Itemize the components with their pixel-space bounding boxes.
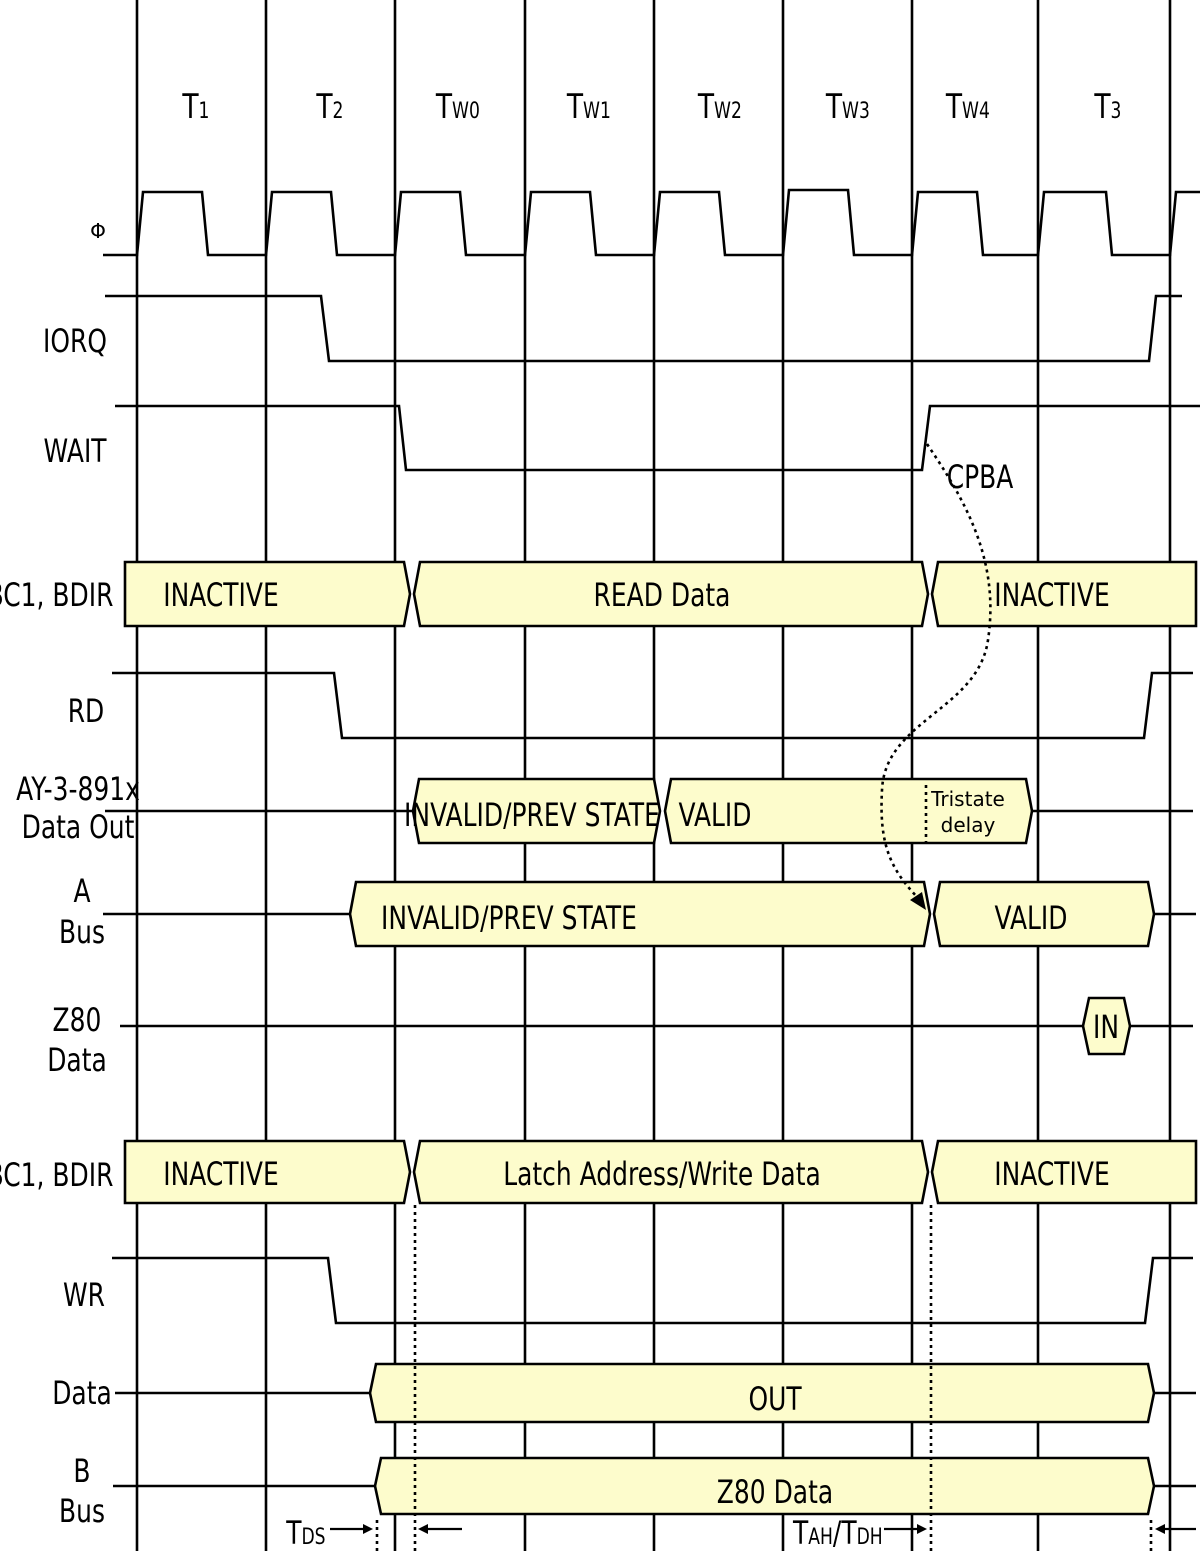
signal-label-z80-data-2: Data (47, 1041, 107, 1079)
signal-label-b-bus-1: B (73, 1452, 90, 1490)
bus-state-read-inactive-1: INACTIVE (163, 576, 279, 614)
b-bus: Z80 Data (113, 1456, 1196, 1516)
bus-state-a-invalid: INVALID/PREV STATE (381, 899, 637, 937)
tds-arrow-right-head (363, 1524, 373, 1534)
wr-waveform (112, 1256, 1193, 1325)
tah-arrow-right-head (917, 1524, 927, 1534)
tds-annotation: TDS (285, 1514, 462, 1551)
signal-labels: Φ IORQ WAIT BC1, BDIR RD AY-3-891x Data … (0, 219, 140, 1530)
bus-state-data-out: OUT (748, 1380, 802, 1418)
tah-tdh-annotation: TAH/TDH (792, 1514, 1196, 1551)
bus-segment-write-inactive-1 (123, 1139, 412, 1205)
rd-waveform (112, 671, 1193, 740)
tah-arrow-left-head (1155, 1524, 1165, 1534)
bc1-bdir-read-bus: INACTIVE READ Data INACTIVE (123, 560, 1198, 628)
bus-state-write-inactive-1: INACTIVE (163, 1155, 279, 1193)
bus-state-write-inactive-2: INACTIVE (994, 1155, 1110, 1193)
signal-label-bc1-bdir-write: BC1, BDIR (0, 1156, 113, 1194)
signal-label-ay-data-out-2: Data Out (22, 808, 135, 846)
cpba-annotation: CPBA (947, 458, 1014, 496)
bus-segment-a-valid (932, 880, 1156, 948)
bc1-bdir-write-bus: INACTIVE Latch Address/Write Data INACTI… (123, 1139, 1198, 1205)
bus-segment-write-latch (412, 1139, 930, 1205)
bus-state-ay-valid: VALID (678, 796, 751, 834)
bus-state-a-valid: VALID (994, 899, 1067, 937)
z80-data-bus: IN (120, 996, 1193, 1056)
signal-label-a-bus-1: A (74, 872, 91, 910)
period-label-tw2: TW2 (697, 88, 742, 127)
period-grid-lines (135, 0, 1172, 1551)
cpba-arrow-head (910, 892, 926, 910)
period-labels: T1 T2 TW0 TW1 TW2 TW3 TW4 T3 (181, 88, 1121, 127)
bus-state-read-inactive-2: INACTIVE (994, 576, 1110, 614)
wait-waveform (115, 404, 1200, 472)
bus-segment-a-invalid (348, 880, 932, 948)
signal-label-z80-data-1: Z80 (53, 1001, 102, 1039)
signal-label-iorq: IORQ (43, 322, 107, 360)
signal-label-wait: WAIT (44, 432, 107, 470)
a-bus: INVALID/PREV STATE VALID (103, 880, 1196, 948)
cpba-curved-arrow (880, 443, 992, 903)
signal-label-ay-data-out-1: AY-3-891x (16, 770, 140, 808)
signal-label-b-bus-2: Bus (59, 1492, 105, 1530)
period-label-tw0: TW0 (435, 88, 480, 127)
bus-segment-z80-in (1081, 996, 1132, 1056)
signal-label-a-bus-2: Bus (59, 913, 105, 951)
bus-state-ay-invalid: INVALID/PREV STATE (404, 796, 660, 834)
bus-state-b-z80-data: Z80 Data (717, 1473, 833, 1511)
iorq-waveform (105, 294, 1182, 363)
period-label-tw4: TW4 (945, 88, 990, 127)
period-label-tw3: TW3 (825, 88, 870, 127)
signal-label-wr: WR (63, 1276, 105, 1314)
period-label-tw1: TW1 (566, 88, 611, 127)
bus-segment-ay-invalid (411, 777, 662, 845)
data-bus: OUT (115, 1362, 1196, 1424)
period-label-t2: T2 (315, 88, 343, 127)
bus-segment-b-z80-data (373, 1456, 1156, 1516)
tds-label: TDS (285, 1514, 325, 1551)
bus-state-read-data: READ Data (594, 576, 731, 614)
bus-state-z80-in: IN (1093, 1008, 1119, 1046)
period-label-t3: T3 (1093, 88, 1121, 127)
signal-label-phi: Φ (90, 219, 106, 243)
bus-segment-read-inactive-2 (930, 560, 1198, 628)
tah-tdh-label: TAH/TDH (792, 1514, 883, 1551)
timing-reference-lines (375, 785, 1153, 1551)
bus-state-ay-tristate-2: delay (941, 813, 996, 837)
signal-label-data: Data (52, 1374, 112, 1412)
bus-state-write-latch: Latch Address/Write Data (503, 1155, 821, 1193)
bus-segment-data-out (368, 1362, 1156, 1424)
bus-segment-write-inactive-2 (930, 1139, 1198, 1205)
tds-arrow-left-head (418, 1524, 428, 1534)
ay-data-out-bus: INVALID/PREV STATE VALID Tristate delay (105, 777, 1193, 845)
signal-label-rd: RD (68, 692, 105, 730)
bus-state-ay-tristate-1: Tristate (930, 787, 1005, 811)
bus-segment-read-inactive-1 (123, 560, 412, 628)
signal-label-bc1-bdir-read: BC1, BDIR (0, 576, 113, 614)
bus-segment-read-data (412, 560, 930, 628)
phi-clock-waveform (103, 188, 1200, 257)
period-label-t1: T1 (181, 88, 209, 127)
bus-segment-ay-valid (663, 777, 1034, 845)
